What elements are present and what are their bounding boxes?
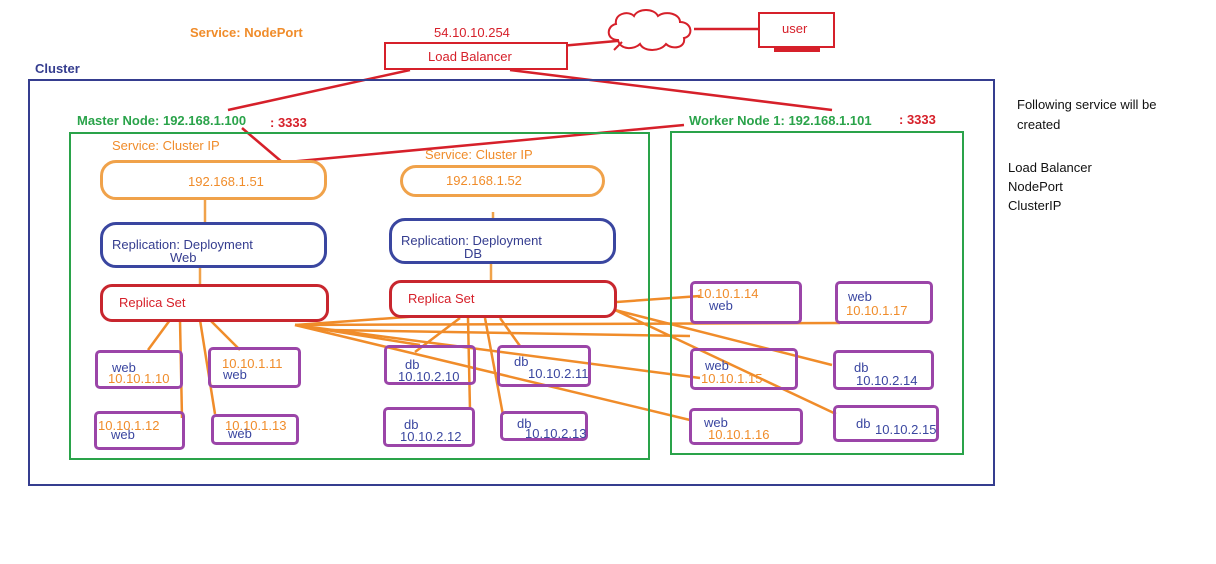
- pod-ip: 10.10.2.11: [528, 366, 589, 381]
- web-deployment-box[interactable]: Replication: Deployment Web: [100, 222, 327, 268]
- pod-ip: 10.10.1.12: [98, 418, 160, 433]
- pod-ip: 10.10.1.15: [701, 371, 763, 386]
- pod-name: web: [709, 298, 733, 313]
- pod-box[interactable]: db 10.10.2.11: [497, 345, 591, 387]
- service-type-label: Service: NodePort: [190, 25, 303, 40]
- pod-ip: 10.10.2.12: [400, 429, 462, 444]
- pod-ip: 10.10.1.14: [697, 286, 759, 301]
- load-balancer-box[interactable]: Load Balancer: [384, 42, 568, 70]
- db-service-box[interactable]: 192.168.1.52: [400, 165, 605, 197]
- pod-ip: 10.10.1.13: [225, 418, 287, 433]
- pod-box[interactable]: db 10.10.2.10: [384, 345, 476, 385]
- pod-name: db: [856, 416, 871, 431]
- web-deployment-name: Web: [170, 250, 197, 265]
- lb-to-worker-line: [509, 68, 833, 112]
- pod-name: web: [848, 289, 872, 304]
- pod-name: db: [404, 417, 419, 432]
- notes-heading-line1: Following service will be: [1017, 97, 1157, 112]
- load-balancer-ip: 54.10.10.254: [434, 25, 510, 40]
- lb-to-master-line: [227, 68, 411, 112]
- rs-web-to-pod-line: [198, 319, 217, 415]
- pod-box[interactable]: 10.10.1.13 web: [211, 414, 299, 445]
- pod-box[interactable]: 10.10.1.14 web: [690, 281, 802, 324]
- pod-box[interactable]: web 10.10.1.15: [690, 348, 798, 390]
- cluster-label: Cluster: [35, 61, 80, 76]
- web-service-type: Service: Cluster IP: [112, 138, 220, 153]
- rs-db-to-pod-line: [329, 328, 691, 338]
- load-balancer-label: Load Balancer: [428, 49, 512, 64]
- notes-item: NodePort: [1008, 179, 1063, 194]
- rs-db-to-pod-line: [483, 317, 505, 416]
- pod-ip: 10.10.2.13: [525, 426, 587, 441]
- web-replicaset-box[interactable]: Replica Set: [100, 284, 329, 322]
- pod-box[interactable]: web 10.10.1.10: [95, 350, 183, 389]
- pod-name: db: [514, 354, 529, 369]
- user-stand: [774, 48, 820, 52]
- db-deployment-box[interactable]: Replication: Deployment DB: [389, 218, 616, 264]
- master-node-box: [69, 132, 650, 460]
- rs-db-to-pod-line: [614, 308, 837, 416]
- db-deployment-name: DB: [464, 246, 483, 261]
- db-service-type: Service: Cluster IP: [425, 147, 533, 162]
- web-deployment-type: Replication: Deployment: [112, 237, 253, 252]
- master-node-port: : 3333: [270, 115, 307, 130]
- pod-ip: 10.10.1.10: [108, 371, 170, 386]
- pod-ip: 10.10.2.14: [856, 373, 918, 388]
- notes-heading-line2: created: [1017, 117, 1061, 132]
- cloud-to-lb-line: [559, 38, 629, 48]
- user-box[interactable]: user: [758, 12, 835, 48]
- internet-cloud-icon: [607, 9, 692, 51]
- user-label: user: [782, 21, 808, 36]
- pod-name: web: [704, 415, 728, 430]
- web-service-ip: 192.168.1.51: [188, 174, 264, 189]
- pod-name: web: [705, 358, 729, 373]
- rs-web-to-pod-line: [294, 323, 691, 422]
- rs-web-to-pod-line: [146, 319, 172, 351]
- notes-item: ClusterIP: [1008, 198, 1062, 213]
- db-deployment-type: Replication: Deployment: [401, 233, 542, 248]
- pod-name: web: [223, 367, 247, 382]
- pod-box[interactable]: 10.10.1.11 web: [208, 347, 301, 388]
- worker-port-to-service-line: [287, 123, 685, 164]
- pod-box[interactable]: 10.10.1.12 web: [94, 411, 185, 450]
- db-replicaset-label: Replica Set: [408, 291, 475, 306]
- pod-ip: 10.10.2.15: [875, 422, 937, 437]
- db-service-ip: 192.168.1.52: [446, 173, 522, 188]
- cluster-box: [28, 79, 995, 486]
- pod-ip: 10.10.1.17: [846, 303, 908, 318]
- worker-node-port: : 3333: [899, 112, 936, 127]
- pod-ip: 10.10.1.16: [708, 427, 770, 442]
- web-replicaset-label: Replica Set: [119, 295, 186, 310]
- pod-ip: 10.10.2.10: [398, 369, 460, 384]
- worker-node-box: [670, 131, 964, 455]
- pod-box[interactable]: db 10.10.2.13: [500, 411, 588, 441]
- pod-name: db: [405, 357, 420, 372]
- worker-node-label: Worker Node 1: 192.168.1.101: [689, 113, 872, 128]
- pod-box[interactable]: db 10.10.2.15: [833, 405, 939, 442]
- rs-web-to-pod-line: [209, 319, 241, 351]
- pod-name: db: [854, 360, 869, 375]
- pod-name: web: [112, 360, 136, 375]
- pod-name: db: [517, 416, 532, 431]
- notes-item: Load Balancer: [1008, 160, 1092, 175]
- pod-name: web: [228, 426, 252, 441]
- master-node-label: Master Node: 192.168.1.100: [77, 113, 247, 128]
- pod-ip: 10.10.1.11: [222, 356, 283, 371]
- pod-box[interactable]: web 10.10.1.16: [689, 408, 803, 445]
- pod-box[interactable]: web 10.10.1.17: [835, 281, 933, 324]
- web-service-box[interactable]: 192.168.1.51: [100, 160, 327, 200]
- pod-box[interactable]: db 10.10.2.14: [833, 350, 934, 390]
- pod-box[interactable]: db 10.10.2.12: [383, 407, 475, 447]
- db-replicaset-box[interactable]: Replica Set: [389, 280, 617, 318]
- pod-name: web: [111, 427, 135, 442]
